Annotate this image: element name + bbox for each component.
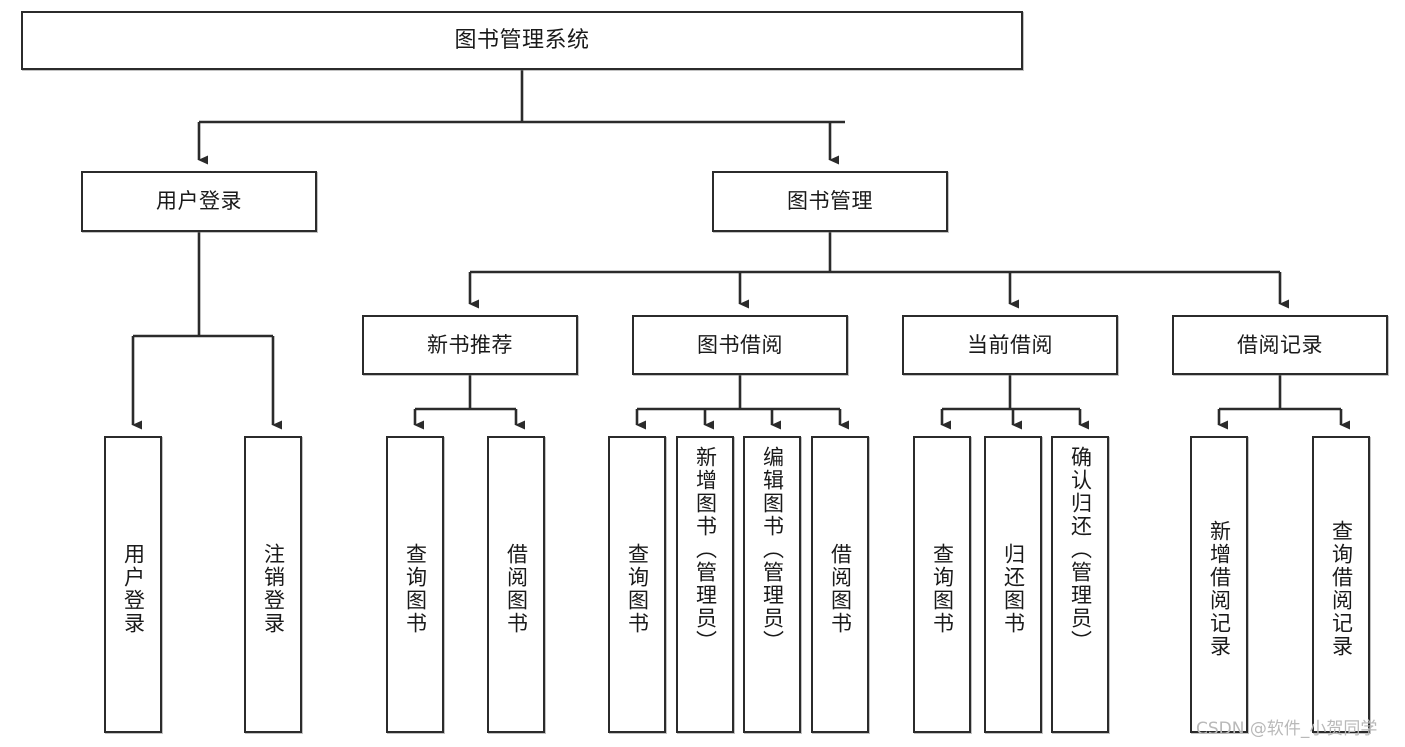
leaf-borrow-query-book[interactable]: 查询图书 <box>608 436 666 733</box>
node-borrow-records[interactable]: 借阅记录 <box>1172 315 1388 375</box>
leaf-current-confirm-return-admin[interactable]: 确认归还（管理员） <box>1051 436 1109 733</box>
node-label: 查询图书 <box>625 542 650 635</box>
csdn-watermark: CSDN @软件_小贺同学 <box>1196 719 1378 739</box>
leaf-borrow-add-book-admin[interactable]: 新增图书（管理员） <box>676 436 734 733</box>
leaf-user-login[interactable]: 用户登录 <box>104 436 162 733</box>
leaf-borrow-edit-book-admin[interactable]: 编辑图书（管理员） <box>743 436 801 733</box>
node-label: 图书管理 <box>787 189 873 214</box>
node-label: 借阅记录 <box>1237 332 1323 357</box>
leaf-current-return-book[interactable]: 归还图书 <box>984 436 1042 733</box>
leaf-newbook-borrow-book[interactable]: 借阅图书 <box>487 436 545 733</box>
node-new-book-recommend[interactable]: 新书推荐 <box>362 315 578 375</box>
leaf-current-query-book[interactable]: 查询图书 <box>913 436 971 733</box>
node-current-borrow[interactable]: 当前借阅 <box>902 315 1118 375</box>
node-label: 图书借阅 <box>697 332 783 357</box>
node-label: 确认归还（管理员） <box>1068 446 1093 653</box>
leaf-records-add-record[interactable]: 新增借阅记录 <box>1190 436 1248 733</box>
node-root-system[interactable]: 图书管理系统 <box>21 11 1023 70</box>
node-user-login[interactable]: 用户登录 <box>81 171 317 232</box>
node-label: 新书推荐 <box>427 332 513 357</box>
leaf-user-logout[interactable]: 注销登录 <box>244 436 302 733</box>
node-label: 归还图书 <box>1001 542 1026 635</box>
node-label: 用户登录 <box>156 189 242 214</box>
leaf-borrow-lend-book[interactable]: 借阅图书 <box>811 436 869 733</box>
node-label: 新增图书（管理员） <box>693 446 718 653</box>
node-label: 注销登录 <box>261 542 286 635</box>
node-label: 查询图书 <box>403 542 428 635</box>
node-label: 当前借阅 <box>967 332 1053 357</box>
node-book-management[interactable]: 图书管理 <box>712 171 948 232</box>
node-label: 查询图书 <box>930 542 955 635</box>
leaf-newbook-query-book[interactable]: 查询图书 <box>386 436 444 733</box>
node-label: 新增借阅记录 <box>1207 519 1232 658</box>
node-label: 借阅图书 <box>828 542 853 635</box>
node-label: 编辑图书（管理员） <box>760 446 785 653</box>
node-label: 借阅图书 <box>504 542 529 635</box>
leaf-records-query-record[interactable]: 查询借阅记录 <box>1312 436 1370 733</box>
node-book-borrow[interactable]: 图书借阅 <box>632 315 848 375</box>
node-label: 查询借阅记录 <box>1329 519 1354 658</box>
node-label: 图书管理系统 <box>454 27 590 53</box>
node-label: 用户登录 <box>121 542 146 635</box>
